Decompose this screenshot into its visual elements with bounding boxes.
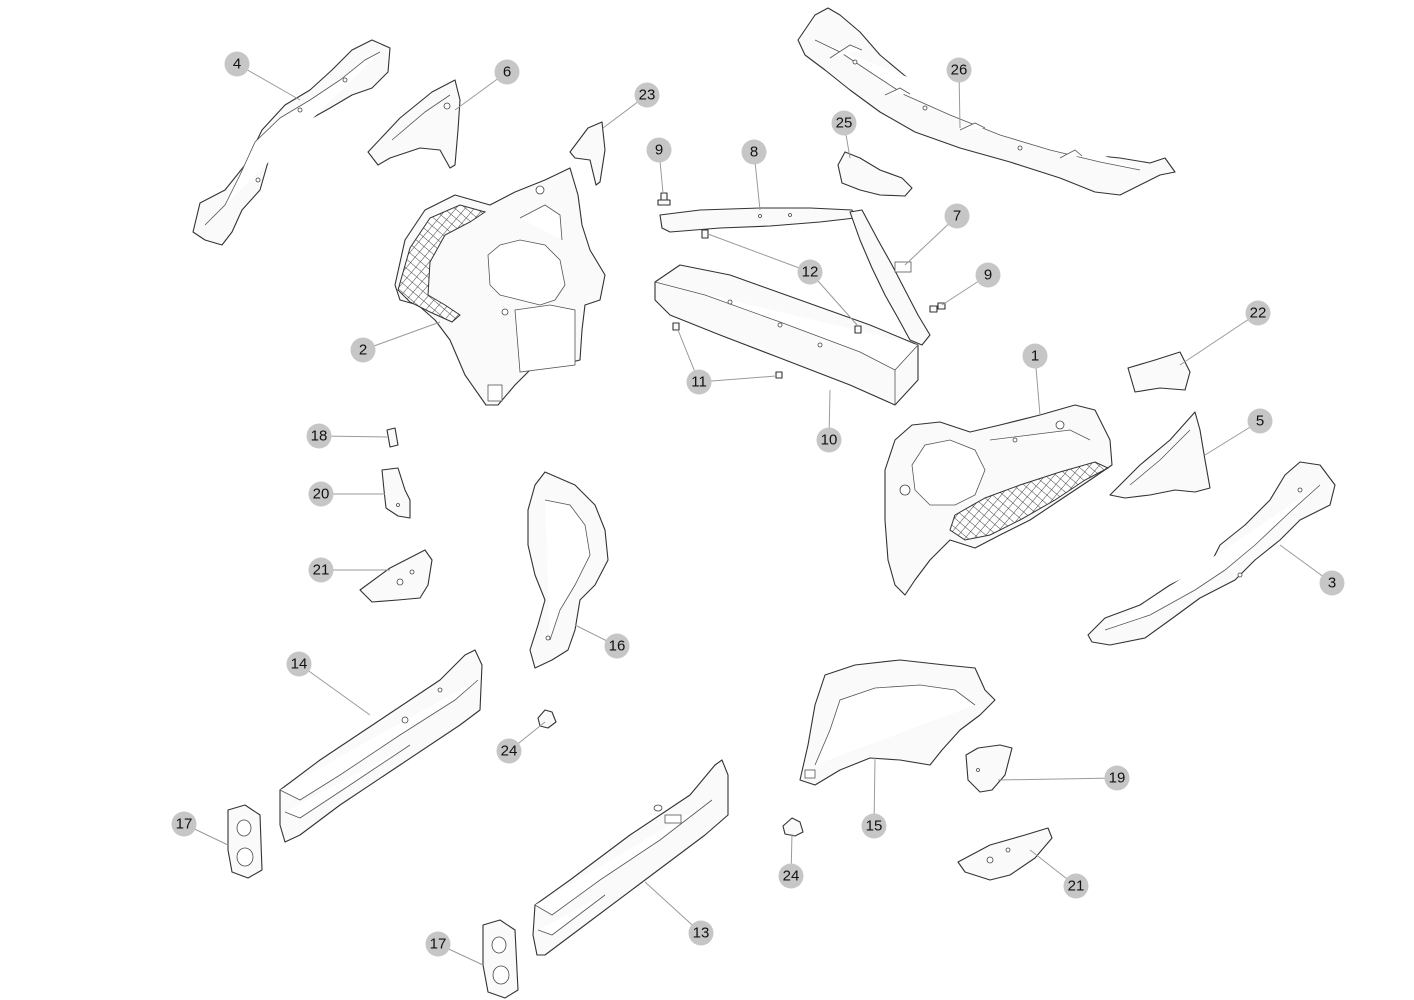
- callout-3: 3: [1319, 570, 1345, 596]
- callout-19: 19: [1104, 765, 1130, 791]
- callout-label: 18: [311, 428, 328, 445]
- callout-label: 24: [501, 743, 518, 760]
- part-17-plate-left: [227, 804, 263, 879]
- part-9-bolt-upper: [657, 192, 671, 206]
- callout-label: 8: [750, 144, 758, 161]
- part-4-rail: [192, 39, 391, 246]
- callout-label: 12: [802, 264, 819, 281]
- part-9-bolt-right: [929, 302, 946, 313]
- callout-label: 4: [233, 56, 241, 73]
- callout-14: 14: [286, 651, 312, 677]
- callout-label: 6: [503, 64, 511, 81]
- callout-7: 7: [944, 203, 970, 229]
- part-8-strut: [659, 207, 856, 233]
- callout-label: 14: [291, 656, 308, 673]
- part-6-bracket: [367, 79, 461, 169]
- callout-label: 26: [951, 62, 968, 79]
- part-16-shield: [527, 471, 609, 669]
- callout-6: 6: [494, 59, 520, 85]
- callout-13: 13: [688, 920, 714, 946]
- callout-24-left: 24: [496, 738, 522, 764]
- part-12-pin-b: [854, 325, 862, 334]
- callout-15: 15: [861, 813, 887, 839]
- callout-10: 10: [816, 427, 842, 453]
- callout-2: 2: [350, 337, 376, 363]
- part-21-plate-lower: [957, 827, 1053, 881]
- part-7-strut: [849, 209, 931, 346]
- callout-label: 21: [313, 562, 330, 579]
- callout-24-right: 24: [778, 863, 804, 889]
- part-14-box-rail: [279, 649, 483, 843]
- part-10-box-beam: [654, 264, 919, 406]
- callout-1: 1: [1022, 343, 1048, 369]
- part-24-clip-right: [782, 817, 804, 837]
- callout-22: 22: [1245, 300, 1271, 326]
- callout-11: 11: [686, 369, 712, 395]
- callout-label: 20: [313, 486, 330, 503]
- callout-26: 26: [946, 57, 972, 83]
- callout-21-lower: 21: [1063, 873, 1089, 899]
- part-3-rail: [1087, 461, 1336, 646]
- leader-lines: [183, 63, 1333, 966]
- part-1-wheelhouse-right: [884, 404, 1113, 596]
- callout-16: 16: [604, 633, 630, 659]
- part-22-bracket: [1127, 351, 1191, 393]
- callout-label: 1: [1031, 348, 1039, 365]
- part-15-shield: [799, 659, 996, 786]
- part-18-clip: [386, 427, 399, 448]
- part-23-bracket: [569, 121, 606, 186]
- callout-18: 18: [306, 423, 332, 449]
- callout-5: 5: [1247, 408, 1273, 434]
- callout-23: 23: [634, 82, 660, 108]
- callout-label: 2: [359, 342, 367, 359]
- callout-17-left: 17: [171, 811, 197, 837]
- callout-label: 13: [693, 925, 710, 942]
- callout-25: 25: [831, 110, 857, 136]
- callout-label: 7: [953, 208, 961, 225]
- callout-8: 8: [741, 139, 767, 165]
- part-26-cross-member: [797, 7, 1176, 196]
- callout-label: 23: [639, 87, 656, 104]
- callout-21-upper: 21: [308, 557, 334, 583]
- callout-label: 24: [783, 868, 800, 885]
- callout-label: 17: [176, 816, 193, 833]
- callout-label: 15: [866, 818, 883, 835]
- part-21-plate-upper: [359, 549, 433, 603]
- part-20-bracket: [381, 467, 411, 519]
- callout-label: 19: [1109, 770, 1126, 787]
- callout-label: 5: [1256, 413, 1264, 430]
- part-11-pin-a: [672, 322, 680, 331]
- callout-label: 17: [430, 936, 447, 953]
- callout-label: 9: [655, 142, 663, 159]
- callout-label: 21: [1068, 878, 1085, 895]
- callout-label: 25: [836, 115, 853, 132]
- part-11-pin-b: [775, 371, 783, 379]
- part-12-pin-a: [701, 229, 709, 239]
- callout-20: 20: [308, 481, 334, 507]
- part-13-box-rail: [532, 759, 729, 956]
- part-5-bracket: [1109, 411, 1211, 499]
- part-19-bracket: [965, 744, 1013, 793]
- callout-9-right: 9: [975, 262, 1001, 288]
- part-2-wheelhouse-left: [394, 167, 606, 406]
- callout-label: 10: [821, 432, 838, 449]
- part-17-plate-bottom: [482, 919, 519, 999]
- callout-4: 4: [224, 51, 250, 77]
- callout-label: 11: [691, 374, 707, 391]
- callout-label: 9: [984, 267, 992, 284]
- callout-17-bottom: 17: [425, 931, 451, 957]
- part-25-bracket: [837, 151, 913, 197]
- callout-label: 3: [1328, 575, 1336, 592]
- callout-9-upper: 9: [646, 137, 672, 163]
- callout-label: 22: [1250, 305, 1267, 322]
- callout-12: 12: [797, 259, 823, 285]
- callout-label: 16: [609, 638, 626, 655]
